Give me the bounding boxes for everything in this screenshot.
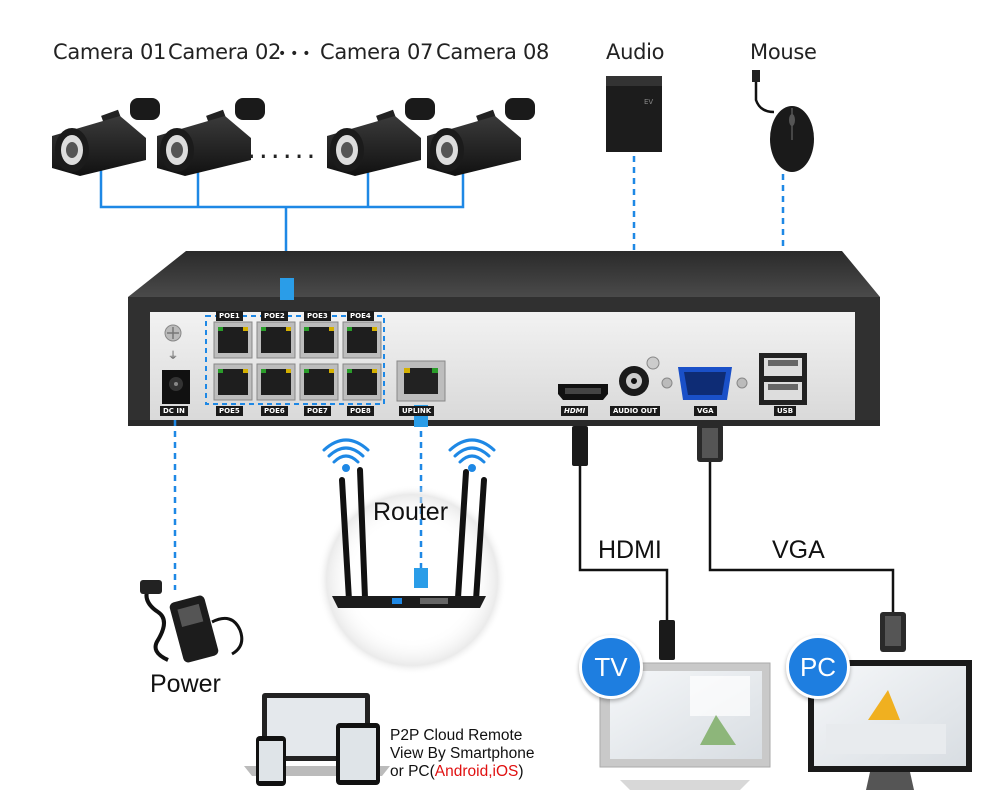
router-icon xyxy=(332,467,487,608)
poe-port-5 xyxy=(213,363,253,401)
tv-badge: TV xyxy=(579,635,643,699)
dc-in-port xyxy=(162,370,190,404)
poe-port-7 xyxy=(299,363,339,401)
router-label: Router xyxy=(373,498,449,526)
vga-port xyxy=(661,367,748,400)
camera-08-icon xyxy=(427,98,535,176)
poe-port-1 xyxy=(213,321,253,359)
p2p-description: P2P Cloud Remote View By Smartphone or P… xyxy=(390,727,534,781)
vga-label: VGA xyxy=(772,536,825,564)
poe8-label: POE8 xyxy=(347,406,374,416)
p2p-line-3: or PC(Android,iOS) xyxy=(390,763,534,781)
p2p-line-3-suffix: ) xyxy=(518,763,524,780)
camera-08-label: Camera 08 xyxy=(436,40,550,64)
camera-01-label: Camera 01 xyxy=(53,40,167,64)
poe-port-3 xyxy=(299,321,339,359)
svg-text:EV: EV xyxy=(644,98,653,106)
poe-group-outline xyxy=(205,315,385,405)
poe2-label: POE2 xyxy=(261,311,288,321)
camera-01-icon xyxy=(52,98,160,176)
power-label: Power xyxy=(150,670,221,698)
hdmi-port-label: HDMI xyxy=(561,406,589,416)
p2p-line-3-prefix: or PC( xyxy=(390,763,435,780)
usb-ports xyxy=(759,353,807,405)
poe-port-2 xyxy=(256,321,296,359)
pc-badge: PC xyxy=(786,635,850,699)
poe7-label: POE7 xyxy=(304,406,331,416)
camera-02-icon xyxy=(157,98,265,176)
vga-cable xyxy=(697,424,906,652)
power-adapter-icon xyxy=(140,580,244,663)
speaker-icon: EV xyxy=(606,76,662,152)
hdmi-label: HDMI xyxy=(598,536,662,564)
camera-row-dots: ...... xyxy=(247,132,318,165)
ground-screw-icon: ⏚ xyxy=(164,324,182,362)
hdmi-cable xyxy=(572,426,675,660)
camera-02-label: Camera 02 xyxy=(168,40,282,64)
vga-port-label: VGA xyxy=(694,406,717,416)
camera-separator: • • • xyxy=(278,46,311,62)
poe-port-4 xyxy=(342,321,382,359)
p2p-os-list: Android,iOS xyxy=(434,763,519,780)
camera-07-label: Camera 07 xyxy=(320,40,434,64)
uplink-port xyxy=(396,360,446,402)
audio-out-label: AUDIO OUT xyxy=(610,406,661,416)
mouse-label: Mouse xyxy=(750,40,817,64)
hdmi-port xyxy=(558,384,608,400)
p2p-line-1: P2P Cloud Remote xyxy=(390,727,523,744)
poe6-label: POE6 xyxy=(261,406,288,416)
poe3-label: POE3 xyxy=(304,311,331,321)
uplink-label: UPLINK xyxy=(399,406,435,416)
wifi-right-icon xyxy=(448,438,496,472)
svg-text:⏚: ⏚ xyxy=(168,350,178,362)
wifi-left-icon xyxy=(322,438,370,472)
mouse-icon xyxy=(752,70,814,172)
p2p-devices-icon xyxy=(244,693,390,786)
poe1-label: POE1 xyxy=(216,311,243,321)
poe5-label: POE5 xyxy=(216,406,243,416)
camera-07-icon xyxy=(327,98,435,176)
poe4-label: POE4 xyxy=(347,311,374,321)
p2p-line-2: View By Smartphone xyxy=(390,745,535,762)
poe-ports xyxy=(213,321,382,401)
audio-label: Audio xyxy=(606,40,665,64)
dc-in-label: DC IN xyxy=(160,406,188,416)
poe-port-8 xyxy=(342,363,382,401)
audio-out-port xyxy=(619,356,660,396)
poe-port-6 xyxy=(256,363,296,401)
usb-label: USB xyxy=(774,406,797,416)
